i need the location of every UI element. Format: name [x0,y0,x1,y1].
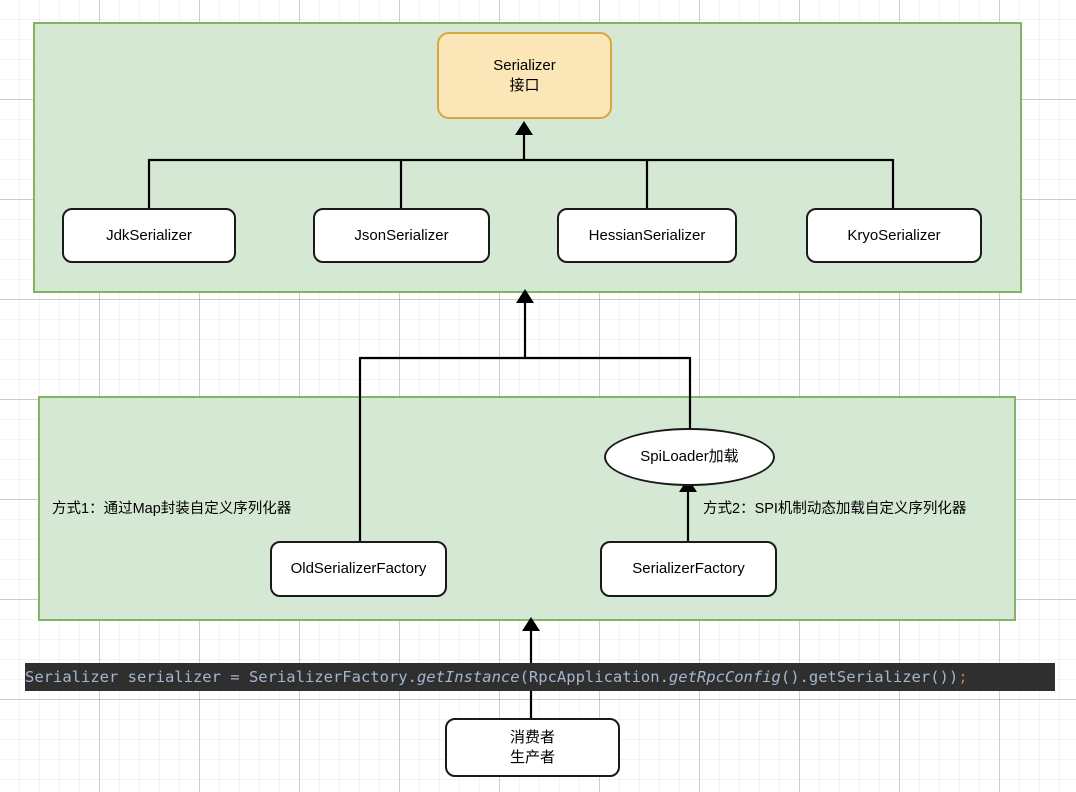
code-segment-3: (RpcApplication. [519,668,669,686]
node-serializer-factory-label: SerializerFactory [632,560,745,578]
serializer-interface-label-line2: 接口 [509,76,540,94]
code-segment-getrpcconfig: getRpcConfig [668,668,781,686]
node-consumer-label: 消费者 [509,729,555,746]
code-segment-getinstance: getInstance [416,668,520,686]
node-consumer-producer[interactable]: 消费者 生产者 [445,718,620,777]
node-json-serializer[interactable]: JsonSerializer [313,208,490,263]
serializer-interface-label-line1: Serializer [493,57,556,74]
node-old-serializer-factory[interactable]: OldSerializerFactory [270,541,447,597]
node-kryo-serializer[interactable]: KryoSerializer [806,208,982,263]
code-snippet-bar: Serializer serializer = SerializerFactor… [25,663,1055,691]
node-hessian-serializer[interactable]: HessianSerializer [557,208,737,263]
node-spiloader-label: SpiLoader加载 [640,448,739,466]
code-segment-semicolon: ; [958,668,968,686]
serializer-interface-node[interactable]: Serializer 接口 [437,32,612,119]
code-segment-5: ().getSerializer()) [780,668,959,686]
node-producer-label: 生产者 [509,748,555,766]
annotation-approach-2: 方式2：SPI机制动态加载自定义序列化器 [703,501,967,517]
node-json-serializer-label: JsonSerializer [354,226,449,244]
node-hessian-serializer-label: HessianSerializer [588,226,706,244]
annotation-approach-1: 方式1：通过Map封装自定义序列化器 [52,501,292,517]
code-segment-1: Serializer serializer = SerializerFactor… [25,668,417,686]
node-kryo-serializer-label: KryoSerializer [847,226,941,244]
serializer-factory-group-panel [38,396,1016,621]
node-serializer-factory[interactable]: SerializerFactory [600,541,777,597]
node-old-serializer-factory-label: OldSerializerFactory [290,560,427,578]
node-spiloader[interactable]: SpiLoader加载 [604,428,775,486]
node-jdk-serializer-label: JdkSerializer [106,226,192,244]
node-jdk-serializer[interactable]: JdkSerializer [62,208,236,263]
